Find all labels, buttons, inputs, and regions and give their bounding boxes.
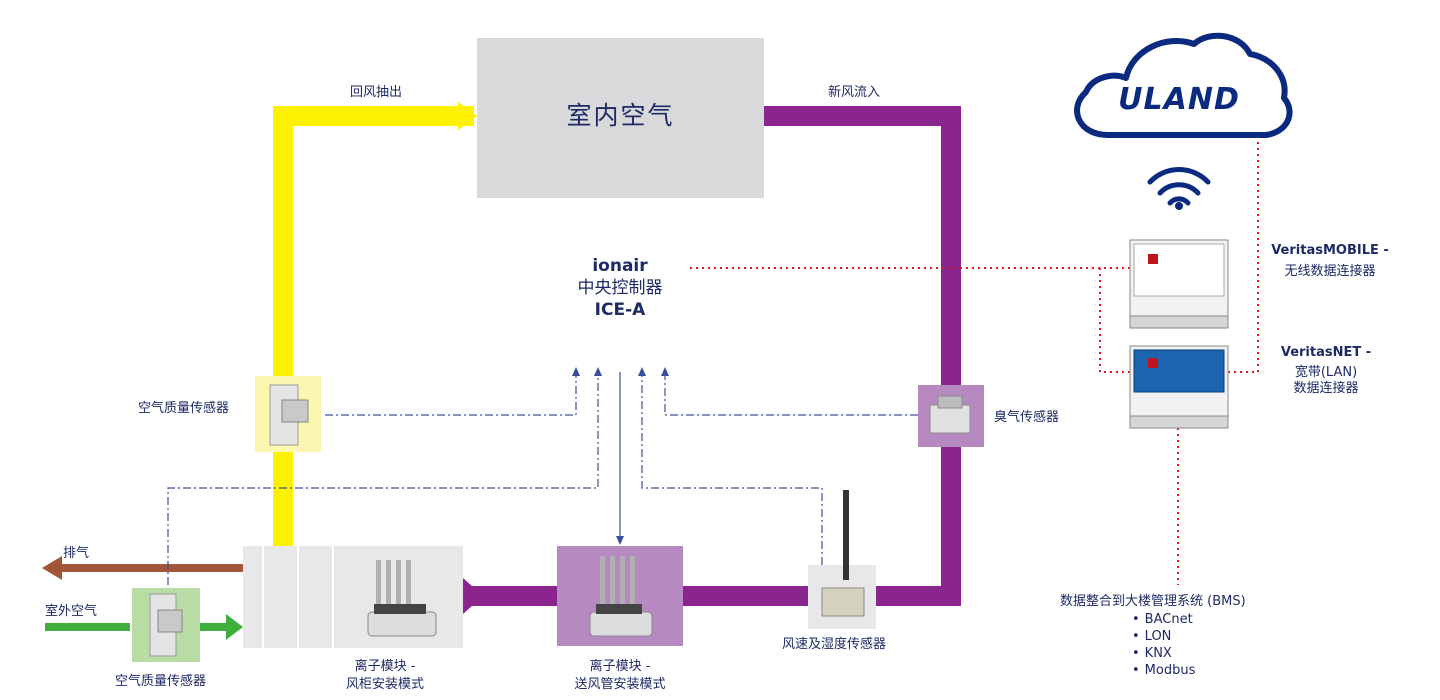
bms-protocol-item: LON [1132, 628, 1246, 645]
cloud-shape [1074, 32, 1293, 138]
indoor-air-box: 室内空气 [477, 38, 764, 198]
exhaust-label: 排气 [63, 546, 90, 561]
signal-arrowheads [572, 367, 669, 545]
veritas-net-desc-2: 数据连接器 [1293, 381, 1359, 396]
controller-name: 中央控制器 [577, 278, 663, 298]
bms-protocol-item: KNX [1132, 645, 1246, 662]
controller-brand: ionair [592, 256, 648, 276]
ozone-sensor-label: 臭气传感器 [994, 410, 1060, 425]
ion-module-cabinet-label-1: 离子模块 - [354, 659, 416, 674]
wifi-icon [1147, 167, 1211, 210]
bms-title: 数据整合到大楼管理系统 (BMS) [1060, 594, 1246, 609]
bms-protocol-item: Modbus [1132, 662, 1246, 679]
outdoor-air-arrow-head [226, 614, 243, 640]
aq-sensor-upper-device [255, 376, 321, 452]
bms-protocol-list: BACnet LON KNX Modbus [1060, 611, 1246, 679]
veritas-mobile-name: VeritasMOBILE - [1271, 243, 1389, 258]
central-controller: ionair 中央控制器 ICE-A [545, 255, 695, 321]
exhaust-arrow-head [42, 556, 62, 580]
network-lines [690, 130, 1259, 585]
uland-logo: ULAND [1118, 82, 1240, 117]
veritas-net-desc-1: 宽带(LAN) [1294, 365, 1358, 380]
ion-module-duct-device [557, 546, 683, 646]
ion-module-cabinet-device [367, 560, 437, 637]
veritas-mobile-device [1129, 239, 1229, 329]
fresh-air-label: 新风流入 [828, 85, 881, 100]
wind-humidity-sensor-label: 风速及湿度传感器 [782, 637, 887, 652]
controller-model: ICE-A [594, 300, 646, 320]
veritas-net-name: VeritasNET - [1280, 345, 1372, 360]
wind-humidity-sensor-device [808, 490, 876, 629]
ion-module-cabinet-label-2: 风柜安装模式 [345, 677, 424, 692]
aq-sensor-lower-device [132, 588, 200, 662]
return-air-arrow-head [458, 102, 477, 130]
return-air-duct [273, 106, 474, 548]
outdoor-air-label: 室外空气 [45, 604, 98, 619]
signal-lines [167, 372, 918, 585]
bms-integration: 数据整合到大楼管理系统 (BMS) BACnet LON KNX Modbus [1060, 590, 1246, 679]
fresh-air-duct [764, 106, 961, 606]
aq-sensor-upper-label: 空气质量传感器 [138, 401, 230, 416]
indoor-air-title: 室内空气 [566, 101, 675, 130]
ion-module-duct-label-2: 送风管安装模式 [574, 677, 666, 692]
veritas-mobile-desc: 无线数据连接器 [1284, 264, 1376, 279]
supply-arrow-head [463, 578, 483, 614]
aq-sensor-lower-label: 空气质量传感器 [115, 674, 207, 689]
ozone-sensor-device [918, 385, 984, 447]
return-air-label: 回风抽出 [350, 85, 403, 100]
bms-protocol-item: BACnet [1132, 611, 1246, 628]
veritas-net-device [1129, 345, 1229, 429]
ion-module-duct-label-1: 离子模块 - [589, 659, 651, 674]
